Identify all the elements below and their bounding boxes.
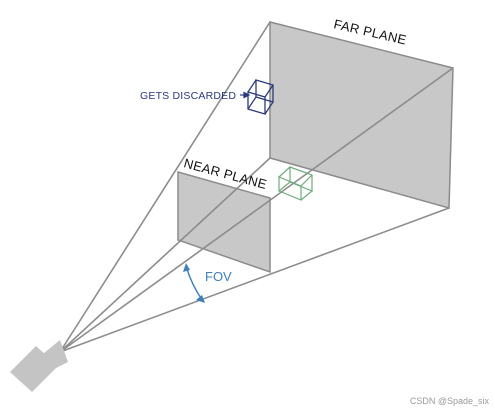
watermark: CSDN @Spade_six — [409, 396, 489, 406]
frustum-edge-top-left — [59, 21, 271, 353]
frustum-edge-bottom-left — [59, 157, 271, 353]
gets-discarded-label: GETS DISCARDED — [140, 90, 236, 102]
fov-label: FOV — [205, 269, 232, 284]
frustum-edge-bottom-right — [59, 207, 450, 353]
inside-cube-icon — [278, 166, 313, 201]
frustum-edges — [59, 21, 454, 353]
fov-arc — [185, 265, 204, 302]
fov-arrowheads — [183, 263, 205, 303]
frustum-edge-top-right — [59, 67, 454, 353]
discarded-cube-icon — [247, 79, 274, 115]
near-plane — [177, 171, 271, 274]
camera-icon — [10, 340, 68, 392]
gets-discarded-arrow — [240, 91, 251, 99]
